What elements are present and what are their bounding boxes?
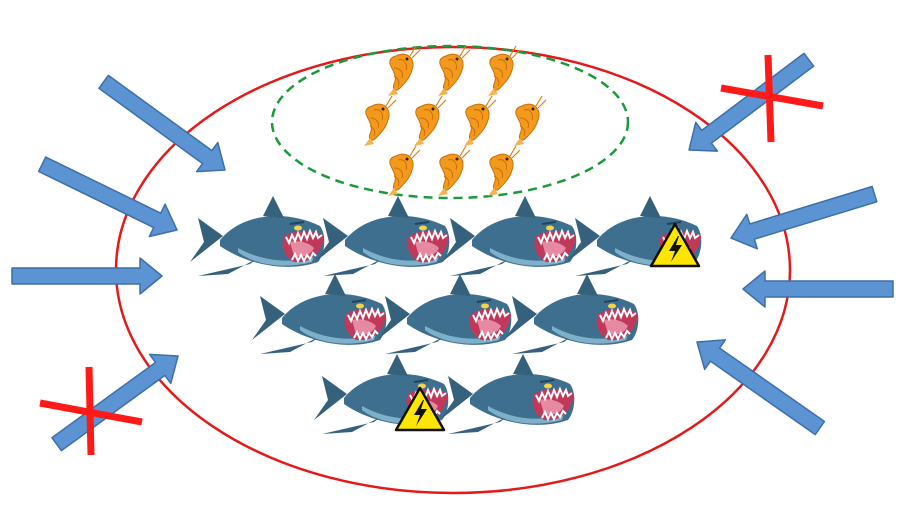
shark-group [189,195,703,435]
shrimp-icon [387,145,421,197]
shrimp-icon [487,45,521,97]
inward-arrow-icon [11,257,163,295]
shark-icon [376,273,513,355]
outer-boundary-ellipse [114,45,792,495]
inward-arrow-icon [33,147,186,247]
red-cross-icon [39,366,143,456]
shrimp-icon [487,145,521,197]
red-cross-icon [720,54,824,143]
shark-icon [189,195,326,277]
inward-arrow-icon [45,340,190,460]
shark-icon [251,273,388,355]
inward-arrow-icon [92,66,237,186]
shrimp-icon [413,95,447,147]
inward-arrow-icon [685,326,831,444]
shrimp-icon [463,95,497,147]
inward-arrow-icon [742,270,894,308]
shrimp-icon [437,145,471,197]
shrimp-group [363,45,547,197]
inward-arrow-icon [724,176,881,256]
shrimp-icon [387,45,421,97]
shark-icon [439,353,576,435]
food-zone-dashed-ellipse [270,44,630,200]
shrimp-icon [363,95,397,147]
shark-icon [503,273,640,355]
shrimp-icon [437,45,471,97]
shark-icon [314,195,451,277]
shrimp-icon [513,95,547,147]
shark-icon [441,195,578,277]
